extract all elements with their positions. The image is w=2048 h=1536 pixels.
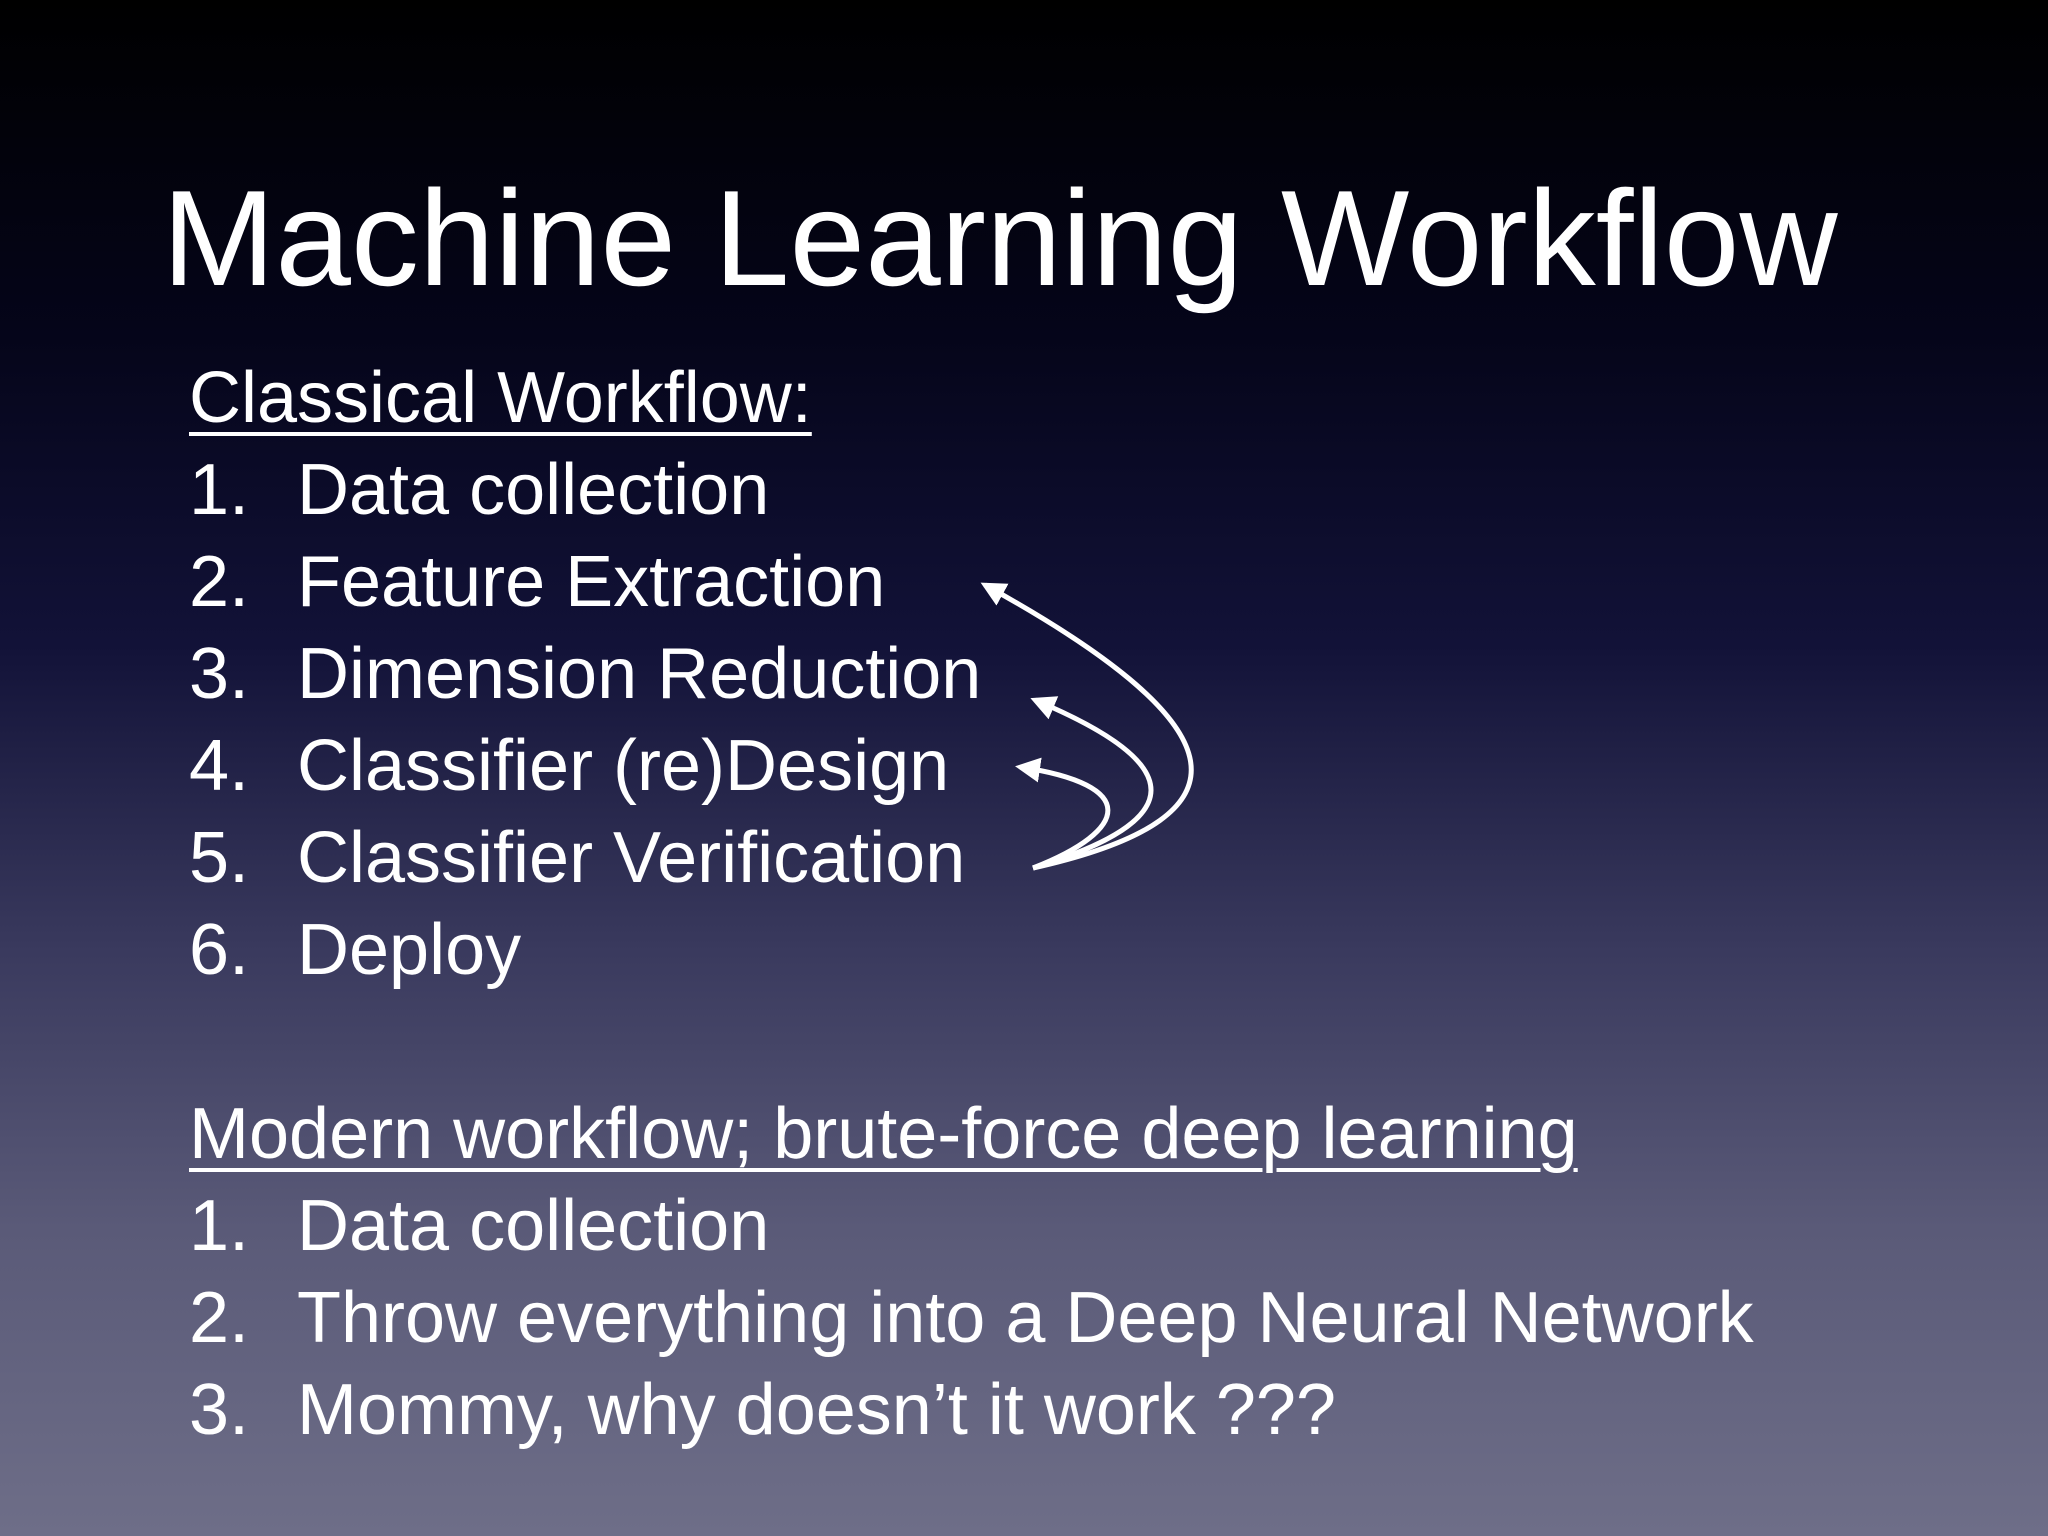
list-number: 2. bbox=[189, 542, 250, 622]
list-number: 1. bbox=[189, 450, 250, 530]
list-number: 6. bbox=[189, 910, 250, 990]
list-item: 1. Data collection bbox=[189, 444, 981, 536]
list-item: 3. Dimension Reduction bbox=[189, 628, 981, 720]
list-item: 3. Mommy, why doesn’t it work ??? bbox=[189, 1364, 1754, 1456]
list-item-label: Feature Extraction bbox=[297, 542, 886, 622]
arrow-to-dimension-reduction bbox=[1030, 696, 1154, 871]
list-item-label: Dimension Reduction bbox=[297, 634, 982, 714]
list-item: 2. Feature Extraction bbox=[189, 536, 981, 628]
list-number: 3. bbox=[189, 1370, 250, 1450]
list-item-label: Mommy, why doesn’t it work ??? bbox=[297, 1370, 1337, 1450]
list-item-label: Classifier Verification bbox=[297, 818, 966, 898]
list-item-label: Deploy bbox=[297, 910, 522, 990]
arrow-to-feature-extraction bbox=[980, 582, 1194, 871]
modern-workflow-section: Modern workflow; brute-force deep learni… bbox=[189, 1088, 1754, 1456]
list-item: 6. Deploy bbox=[189, 904, 981, 996]
arrow-to-classifier-design bbox=[1015, 757, 1111, 871]
list-item: 4. Classifier (re)Design bbox=[189, 720, 981, 812]
list-item-label: Data collection bbox=[297, 1186, 770, 1266]
classical-workflow-section: Classical Workflow: 1. Data collection 2… bbox=[189, 352, 981, 996]
modern-workflow-heading: Modern workflow; brute-force deep learni… bbox=[189, 1094, 1578, 1174]
list-number: 4. bbox=[189, 726, 250, 806]
slide-title: Machine Learning Workflow bbox=[162, 162, 1838, 314]
classical-workflow-heading: Classical Workflow: bbox=[189, 358, 812, 438]
list-item-label: Throw everything into a Deep Neural Netw… bbox=[297, 1278, 1754, 1358]
list-number: 3. bbox=[189, 634, 250, 714]
list-item: 5. Classifier Verification bbox=[189, 812, 981, 904]
list-number: 2. bbox=[189, 1278, 250, 1358]
list-number: 5. bbox=[189, 818, 250, 898]
list-item: 1. Data collection bbox=[189, 1180, 1754, 1272]
list-number: 1. bbox=[189, 1186, 250, 1266]
list-item-label: Data collection bbox=[297, 450, 770, 530]
list-item: 2. Throw everything into a Deep Neural N… bbox=[189, 1272, 1754, 1364]
list-item-label: Classifier (re)Design bbox=[297, 726, 950, 806]
